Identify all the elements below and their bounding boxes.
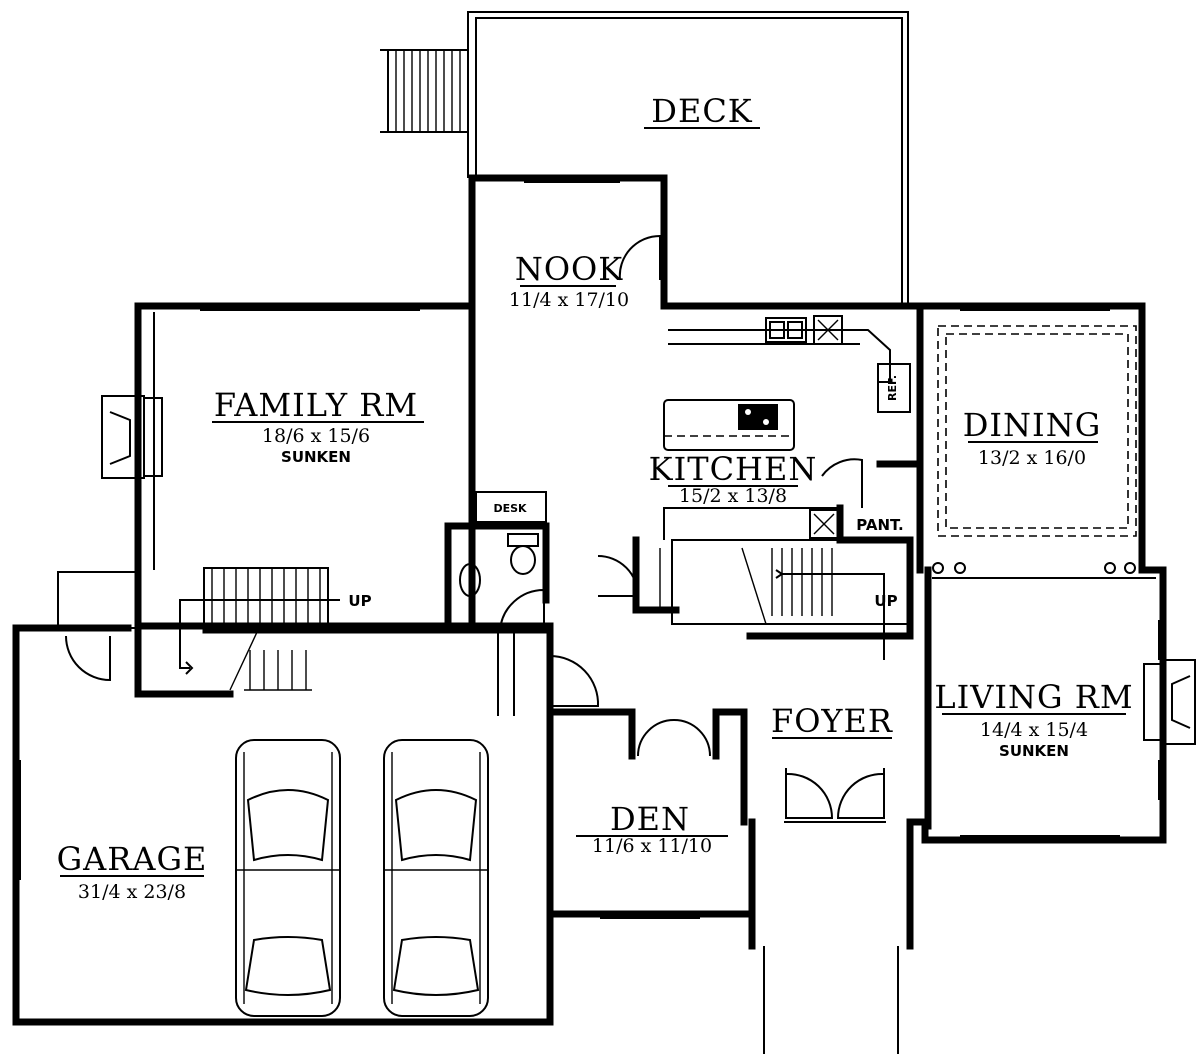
half-bath xyxy=(459,491,547,631)
stair-up-label-left: UP xyxy=(348,592,371,610)
deck-name: DECK xyxy=(651,92,753,130)
kitchen-dims: 15/2 x 13/8 xyxy=(679,485,787,507)
pantry-label: PANT. xyxy=(856,516,903,534)
dining-name: DINING xyxy=(963,406,1102,444)
living-dims: 14/4 x 15/4 xyxy=(980,719,1088,741)
dining-tray-ceiling xyxy=(932,325,1137,574)
living-name: LIVING RM xyxy=(934,678,1133,716)
den-dims: 11/6 x 11/10 xyxy=(592,835,712,857)
garage-name: GARAGE xyxy=(57,840,208,878)
living-note: SUNKEN xyxy=(999,742,1069,760)
pantry-door xyxy=(821,458,863,508)
car-left xyxy=(235,739,341,1017)
exterior-walls xyxy=(12,174,1167,1026)
kitchen-name: KITCHEN xyxy=(649,450,818,488)
family-name: FAMILY RM xyxy=(214,386,418,424)
stair-left xyxy=(179,567,340,691)
garage-dims: 31/4 x 23/8 xyxy=(78,881,186,903)
car-right xyxy=(383,739,489,1017)
room-label-living: LIVING RM 14/4 x 15/4 SUNKEN xyxy=(934,678,1133,760)
stair-right xyxy=(659,539,911,660)
room-label-kitchen: KITCHEN 15/2 x 13/8 xyxy=(649,450,818,507)
den-name: DEN xyxy=(610,800,690,838)
desk-label: DESK xyxy=(493,502,527,515)
living-fireplace xyxy=(1143,659,1196,745)
room-label-dining: DINING 13/2 x 16/0 xyxy=(963,406,1102,469)
stair-up-label-right: UP xyxy=(874,592,897,610)
room-label-den: DEN 11/6 x 11/10 xyxy=(576,800,728,857)
room-label-foyer: FOYER xyxy=(771,702,893,740)
doors xyxy=(65,234,886,823)
family-fireplace xyxy=(101,395,163,479)
family-note: SUNKEN xyxy=(281,448,351,466)
kitchen-counters xyxy=(668,315,911,413)
nook-dims: 11/4 x 17/10 xyxy=(509,289,629,311)
deck-stairs xyxy=(380,49,469,133)
windows xyxy=(19,181,1160,919)
kitchen-lower-counter xyxy=(663,507,841,540)
ref-label: REF. xyxy=(886,375,899,401)
dining-dims: 13/2 x 16/0 xyxy=(978,447,1086,469)
room-label-family: FAMILY RM 18/6 x 15/6 SUNKEN xyxy=(212,386,424,466)
garage-storage xyxy=(57,571,139,629)
room-label-garage: GARAGE 31/4 x 23/8 xyxy=(57,840,208,903)
foyer-name: FOYER xyxy=(771,702,893,740)
room-label-nook: NOOK 11/4 x 17/10 xyxy=(509,250,629,311)
nook-name: NOOK xyxy=(515,250,623,288)
front-walk xyxy=(763,946,899,1054)
family-dims: 18/6 x 15/6 xyxy=(262,425,370,447)
room-label-deck: DECK xyxy=(644,92,760,130)
kitchen-island xyxy=(663,399,795,451)
